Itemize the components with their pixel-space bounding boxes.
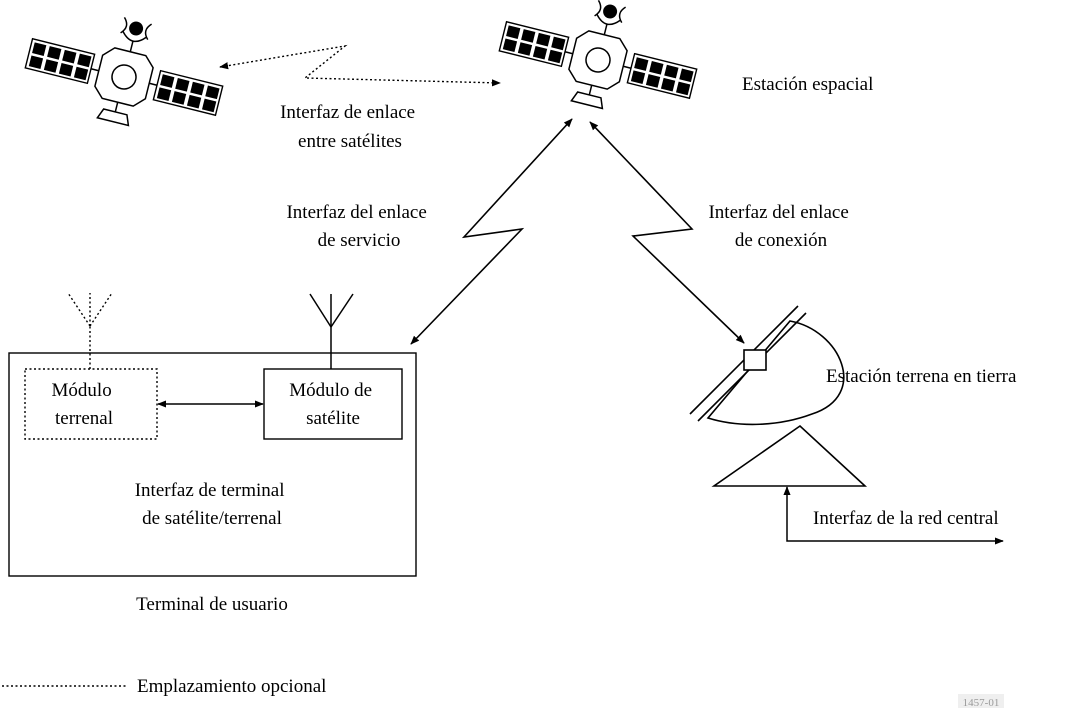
feeder-link-line2: de conexión [735,230,828,251]
legend-optional-label: Emplazamiento opcional [137,676,326,697]
user-terminal-label: Terminal de usuario [136,594,288,615]
isl-interface-line2: entre satélites [298,131,402,152]
left-satellite-icon [18,0,233,145]
inter-satellite-link-arrow [219,44,501,87]
terminal-interface-line1: Interfaz de terminal [135,480,285,501]
core-network-arrow [783,486,1004,545]
figure-code-background [958,694,1004,708]
feeder-link-arrow [589,121,745,344]
terrestrial-module-box [24,368,158,440]
service-link-line2: de servicio [318,230,401,251]
feeder-link-line1: Interfaz del enlace [708,202,848,223]
earth-station-base-icon [711,424,868,487]
earth-station-dish-icon [689,305,845,426]
space-station-label: Estación espacial [742,74,873,95]
service-link-label: Interfaz del enlace de servicio [286,202,431,251]
satellite-module-box [263,368,403,440]
right-satellite-icon [492,0,707,128]
isl-interface-label: Interfaz de enlace entre satélites [280,102,420,152]
terminal-interface-label: Interfaz de terminal de satélite/terrena… [135,480,290,529]
optional-antenna-icon [67,292,113,369]
terminal-antenna-icon [309,293,354,369]
terrestrial-module-line2: terrenal [55,408,113,429]
service-link-line1: Interfaz del enlace [286,202,426,223]
satellite-module-line2: satélite [306,408,360,429]
satellite-module-line1: Módulo de [289,380,372,401]
earth-station-label: Estación terrena en tierra [826,366,1017,387]
satellite-module-label: Módulo de satélite [289,380,377,429]
terrestrial-module-line1: Módulo [52,380,112,401]
core-network-label: Interfaz de la red central [813,508,999,529]
terrestrial-module-label: Módulo terrenal [52,380,117,429]
figure-code: 1457-01 [963,697,1000,708]
isl-interface-line1: Interfaz de enlace [280,102,415,123]
terminal-interface-line2: de satélite/terrenal [142,508,282,529]
service-link-arrow [410,118,573,345]
feeder-link-label: Interfaz del enlace de conexión [708,202,853,251]
